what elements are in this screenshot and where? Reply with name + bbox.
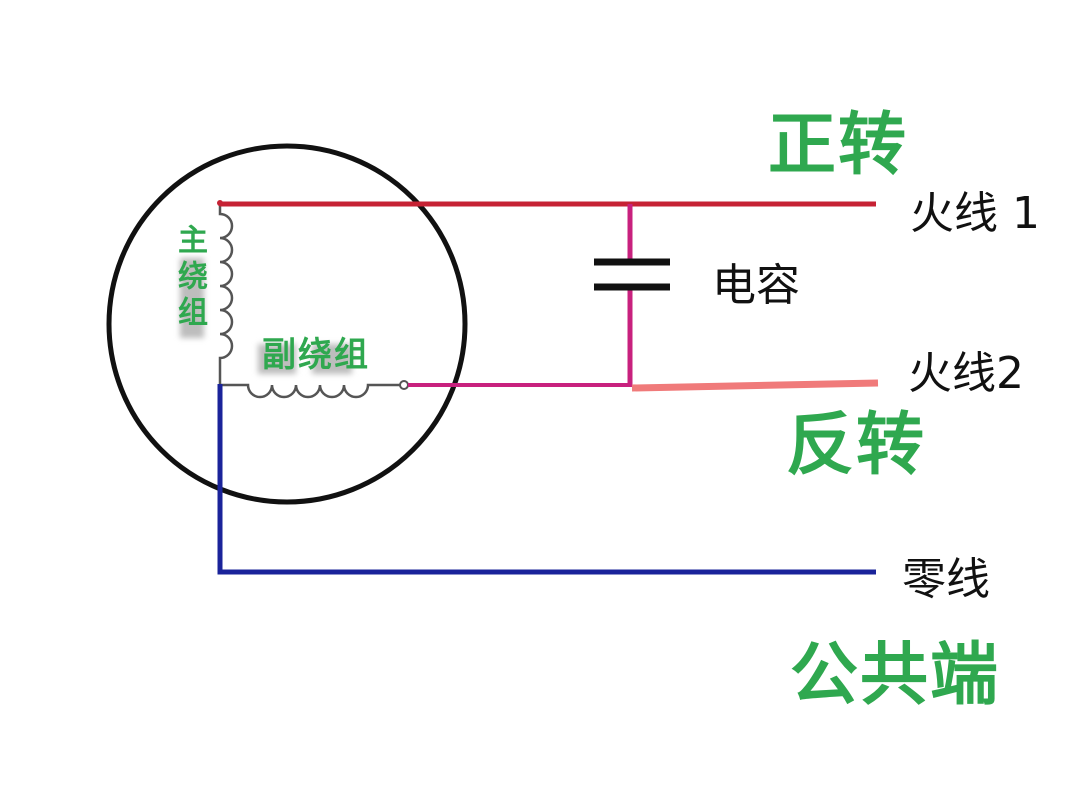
aux-terminal-dot [399,380,409,390]
live2-wire [631,379,879,392]
motor-housing-circle [106,143,468,505]
blur-artifact [258,344,296,374]
aux-winding-label: 副绕组 [262,335,370,375]
live2-label: 火线2 [908,348,1024,399]
capacitor-label: 电容 [712,260,800,311]
forward-label: 正转 [768,106,909,185]
neutral-label: 零线 [902,554,990,605]
live1-label: 火线 1 [910,188,1040,239]
common-terminal-label: 公共端 [790,636,1001,715]
reverse-label: 反转 [786,406,927,485]
main-winding-label: 主绕组 [172,224,207,332]
main-winding-coil [218,205,234,385]
blur-artifact [312,344,352,374]
blur-artifact [180,258,204,338]
neutral-wire [217,384,876,575]
aux-winding-coil [220,383,400,399]
